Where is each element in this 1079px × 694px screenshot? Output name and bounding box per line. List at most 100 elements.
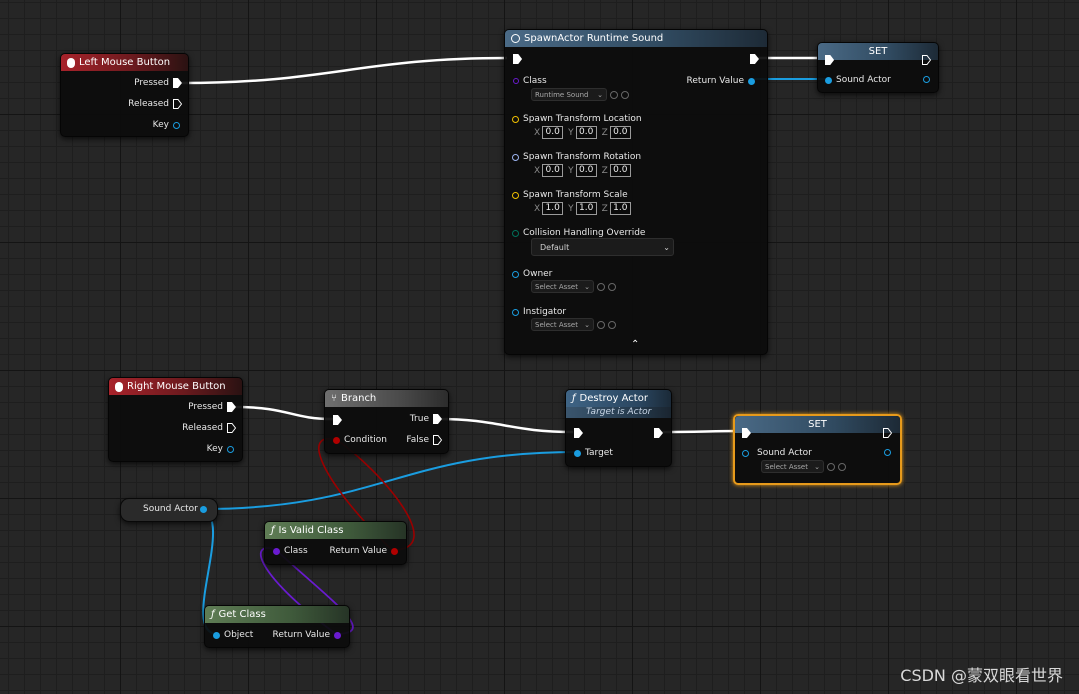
rot-y-field[interactable]: 0.0 — [575, 164, 597, 177]
search-icon[interactable] — [608, 282, 616, 291]
scale-pin[interactable]: Spawn Transform Scale — [512, 190, 628, 200]
class-in-pin[interactable]: Class — [273, 546, 308, 556]
enum-pin-icon[interactable] — [512, 229, 519, 237]
sound-actor-out-pin-icon[interactable] — [923, 76, 930, 83]
right-mouse-button-node[interactable]: Right Mouse Button Pressed Released Key — [108, 377, 243, 462]
collision-pin[interactable]: Collision Handling Override — [512, 228, 645, 238]
object-in-pin[interactable]: Object — [213, 630, 253, 640]
exec-out-hollow-icon[interactable] — [922, 55, 931, 65]
object-pin-icon[interactable] — [200, 506, 207, 513]
exec-in-icon[interactable] — [333, 415, 342, 425]
vector-pin-icon[interactable] — [512, 191, 519, 199]
false-pin[interactable]: False — [406, 435, 442, 445]
target-label: Target — [585, 448, 613, 458]
exec-in-icon[interactable] — [574, 428, 583, 438]
search-icon[interactable] — [838, 462, 846, 471]
sound-actor-in-pin[interactable]: Sound Actor — [742, 448, 812, 458]
class-combo[interactable]: Runtime Sound⌄ — [531, 88, 607, 101]
released-pin[interactable]: Released — [182, 423, 236, 433]
loc-y-field[interactable]: 0.0 — [575, 126, 597, 139]
released-pin[interactable]: Released — [128, 99, 182, 109]
target-pin[interactable]: Target — [574, 448, 613, 458]
exec-out-hollow-icon[interactable] — [173, 99, 182, 109]
get-class-node[interactable]: ƒ Get Class Object Return Value — [204, 605, 350, 648]
location-pin[interactable]: Spawn Transform Location — [512, 114, 642, 124]
bool-pin-icon[interactable] — [333, 436, 340, 444]
exec-out-hollow-icon[interactable] — [883, 428, 892, 438]
return-value-pin[interactable]: Return Value — [273, 630, 341, 640]
exec-out-filled-icon[interactable] — [173, 78, 182, 88]
collision-combo[interactable]: Default⌄ — [531, 238, 674, 256]
bool-pin-icon[interactable] — [391, 547, 398, 555]
search-icon[interactable] — [608, 320, 616, 329]
return-value-pin[interactable]: Return Value — [330, 546, 398, 556]
scale-y-field[interactable]: 1.0 — [575, 202, 597, 215]
return-value-pin[interactable]: Return Value — [687, 76, 755, 86]
key-pin-icon[interactable] — [173, 121, 180, 129]
object-pin-icon[interactable] — [213, 631, 220, 639]
key-pin[interactable]: Key — [207, 444, 234, 454]
condition-pin[interactable]: Condition — [333, 435, 387, 445]
sound-actor-in-pin[interactable]: Sound Actor — [825, 75, 891, 85]
owner-combo[interactable]: Select Asset⌄ — [531, 280, 594, 293]
search-icon[interactable] — [621, 90, 629, 99]
set-bottom-node[interactable]: SET Sound Actor Select Asset⌄ — [733, 414, 902, 485]
class-label: Class — [284, 546, 308, 556]
set-top-title: SET — [868, 46, 888, 57]
instigator-pin[interactable]: Instigator — [512, 307, 566, 317]
object-pin-icon[interactable] — [574, 449, 581, 457]
spawn-actor-node[interactable]: SpawnActor Runtime Sound Class Runtime S… — [504, 29, 768, 355]
sound-actor-out-pin-icon[interactable] — [884, 449, 891, 456]
exec-in-icon[interactable] — [825, 55, 834, 65]
exec-out-hollow-icon[interactable] — [433, 435, 442, 445]
key-label: Key — [206, 444, 223, 454]
pressed-pin[interactable]: Pressed — [134, 78, 182, 88]
owner-pin[interactable]: Owner — [512, 269, 552, 279]
class-pin-icon[interactable] — [513, 78, 519, 84]
exec-out-filled-icon[interactable] — [227, 402, 236, 412]
class-pin[interactable]: Class — [513, 76, 547, 86]
reset-icon[interactable] — [610, 90, 618, 99]
object-pin-icon[interactable] — [742, 449, 749, 457]
true-pin[interactable]: True — [410, 414, 442, 424]
collapse-chevron-up-icon[interactable]: ⌃ — [631, 339, 640, 350]
exec-out-hollow-icon[interactable] — [227, 423, 236, 433]
instigator-combo[interactable]: Select Asset⌄ — [531, 318, 594, 331]
rot-x-field[interactable]: 0.0 — [542, 164, 564, 177]
exec-out-icon[interactable] — [750, 54, 759, 64]
branch-node[interactable]: ⑂ Branch True Condition False — [324, 389, 449, 454]
pressed-pin[interactable]: Pressed — [188, 402, 236, 412]
exec-in-icon[interactable] — [513, 54, 522, 64]
reset-icon[interactable] — [827, 462, 835, 471]
object-pin-icon[interactable] — [512, 270, 519, 278]
sound-actor-variable-node[interactable]: Sound Actor — [120, 498, 218, 522]
left-mouse-button-node[interactable]: Left Mouse Button Pressed Released Key — [60, 53, 189, 137]
object-pin-icon[interactable] — [825, 76, 832, 84]
loc-x-field[interactable]: 0.0 — [542, 126, 564, 139]
rotation-pin[interactable]: Spawn Transform Rotation — [512, 152, 641, 162]
rot-z-field[interactable]: 0.0 — [609, 164, 631, 177]
sound-actor-combo-value: Select Asset — [765, 462, 808, 471]
object-pin-icon[interactable] — [512, 308, 519, 316]
exec-out-icon[interactable] — [654, 428, 663, 438]
exec-out-filled-icon[interactable] — [433, 414, 442, 424]
sound-actor-combo[interactable]: Select Asset⌄ — [761, 460, 824, 473]
key-pin[interactable]: Key — [153, 120, 180, 130]
class-pin-icon[interactable] — [334, 631, 341, 639]
vector-pin-icon[interactable] — [512, 115, 519, 123]
loc-z-field[interactable]: 0.0 — [609, 126, 631, 139]
scale-z-field[interactable]: 1.0 — [609, 202, 631, 215]
reset-icon[interactable] — [597, 320, 605, 329]
key-pin-icon[interactable] — [227, 445, 234, 453]
exec-in-icon[interactable] — [742, 428, 751, 438]
exec-wire — [233, 405, 334, 421]
is-valid-class-node[interactable]: ƒ Is Valid Class Class Return Value — [264, 521, 407, 565]
return-value-pin-icon[interactable] — [748, 77, 755, 85]
instigator-combo-row: Select Asset⌄ — [531, 318, 616, 331]
destroy-actor-node[interactable]: ƒ Destroy Actor Target is Actor Target — [565, 389, 672, 467]
set-top-node[interactable]: SET Sound Actor — [817, 42, 939, 93]
class-pin-icon[interactable] — [273, 547, 280, 555]
reset-icon[interactable] — [597, 282, 605, 291]
scale-x-field[interactable]: 1.0 — [542, 202, 564, 215]
rotator-pin-icon[interactable] — [512, 153, 519, 161]
